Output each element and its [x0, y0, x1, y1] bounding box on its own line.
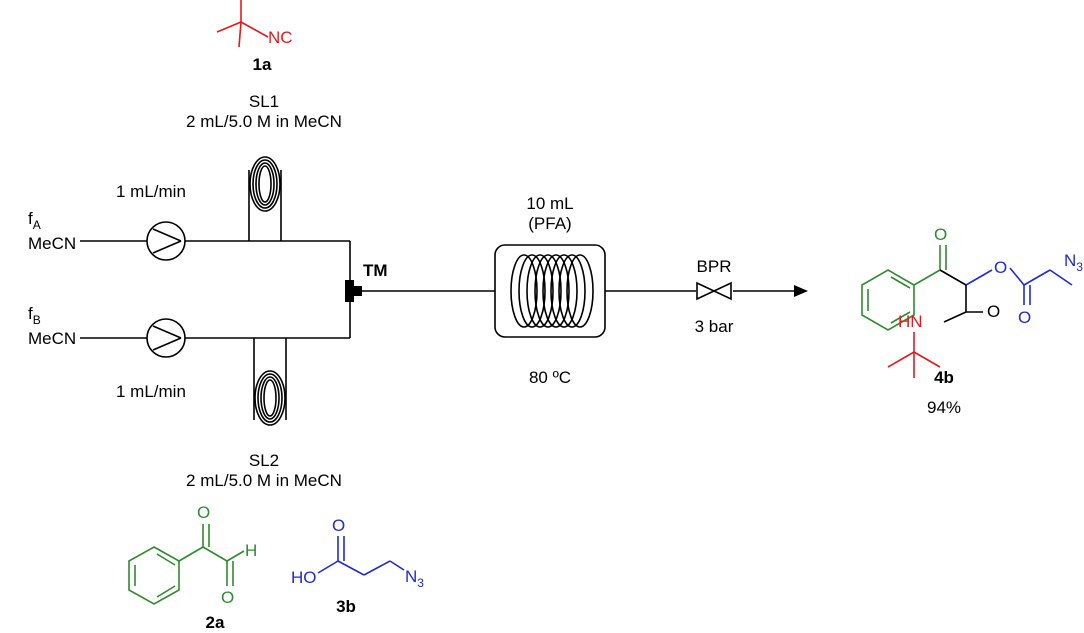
product-yield: 94% — [927, 398, 961, 417]
svg-text:HN: HN — [898, 312, 923, 331]
svg-text:N3: N3 — [405, 567, 424, 590]
reactor-material: (PFA) — [528, 214, 571, 233]
sample-loop-1-icon — [248, 156, 282, 241]
sl2-name: SL2 — [249, 451, 279, 470]
reactor-coil-icon — [494, 244, 606, 338]
svg-text:O: O — [221, 588, 234, 607]
pump-b-icon — [146, 318, 186, 358]
bpr-valve-icon — [696, 281, 732, 301]
stream-b-flow-rate: 1 mL/min — [116, 382, 186, 401]
pump-a-icon — [146, 221, 186, 261]
bpr-pressure: 3 bar — [695, 317, 734, 336]
svg-text:O: O — [332, 516, 345, 535]
sl1-name: SL1 — [249, 92, 279, 111]
product-structure-4b: O O O N3 O HN — [861, 225, 1083, 378]
sample-loop-2-icon — [253, 338, 287, 426]
svg-text:HO: HO — [291, 568, 317, 587]
t-mixer-icon — [345, 280, 362, 302]
compound-1a-label: 1a — [253, 55, 272, 74]
reactor-temperature: 80 ºC — [529, 368, 571, 387]
isocyanide-group-label: NC — [268, 28, 293, 47]
azidoacid-structure-3b: HO O N3 — [291, 516, 424, 590]
glyoxal-structure-2a: O H O — [128, 503, 257, 607]
svg-text:O: O — [987, 302, 1000, 321]
stream-a-flow-rate: 1 mL/min — [116, 182, 186, 201]
svg-text:O: O — [1018, 308, 1031, 327]
svg-text:O: O — [197, 503, 210, 522]
svg-text:H: H — [245, 541, 257, 560]
stream-b-solvent: MeCN — [28, 329, 76, 348]
compound-2a-label: 2a — [206, 613, 225, 632]
sl1-concentration: 2 mL/5.0 M in MeCN — [186, 112, 342, 131]
t-mixer-label: TM — [363, 261, 388, 280]
stream-b-name: fB — [28, 304, 41, 327]
stream-a-name: fA — [28, 209, 41, 232]
isocyanide-structure-1a: NC — [216, 0, 293, 48]
compound-3b-label: 3b — [336, 597, 356, 616]
svg-text:O: O — [934, 225, 947, 244]
svg-text:O: O — [994, 258, 1007, 277]
reactor-volume: 10 mL — [526, 194, 573, 213]
compound-4b-label: 4b — [934, 368, 954, 387]
bpr-label: BPR — [697, 257, 732, 276]
svg-text:N3: N3 — [1064, 251, 1083, 274]
sl2-concentration: 2 mL/5.0 M in MeCN — [186, 471, 342, 490]
stream-a-solvent: MeCN — [28, 234, 76, 253]
